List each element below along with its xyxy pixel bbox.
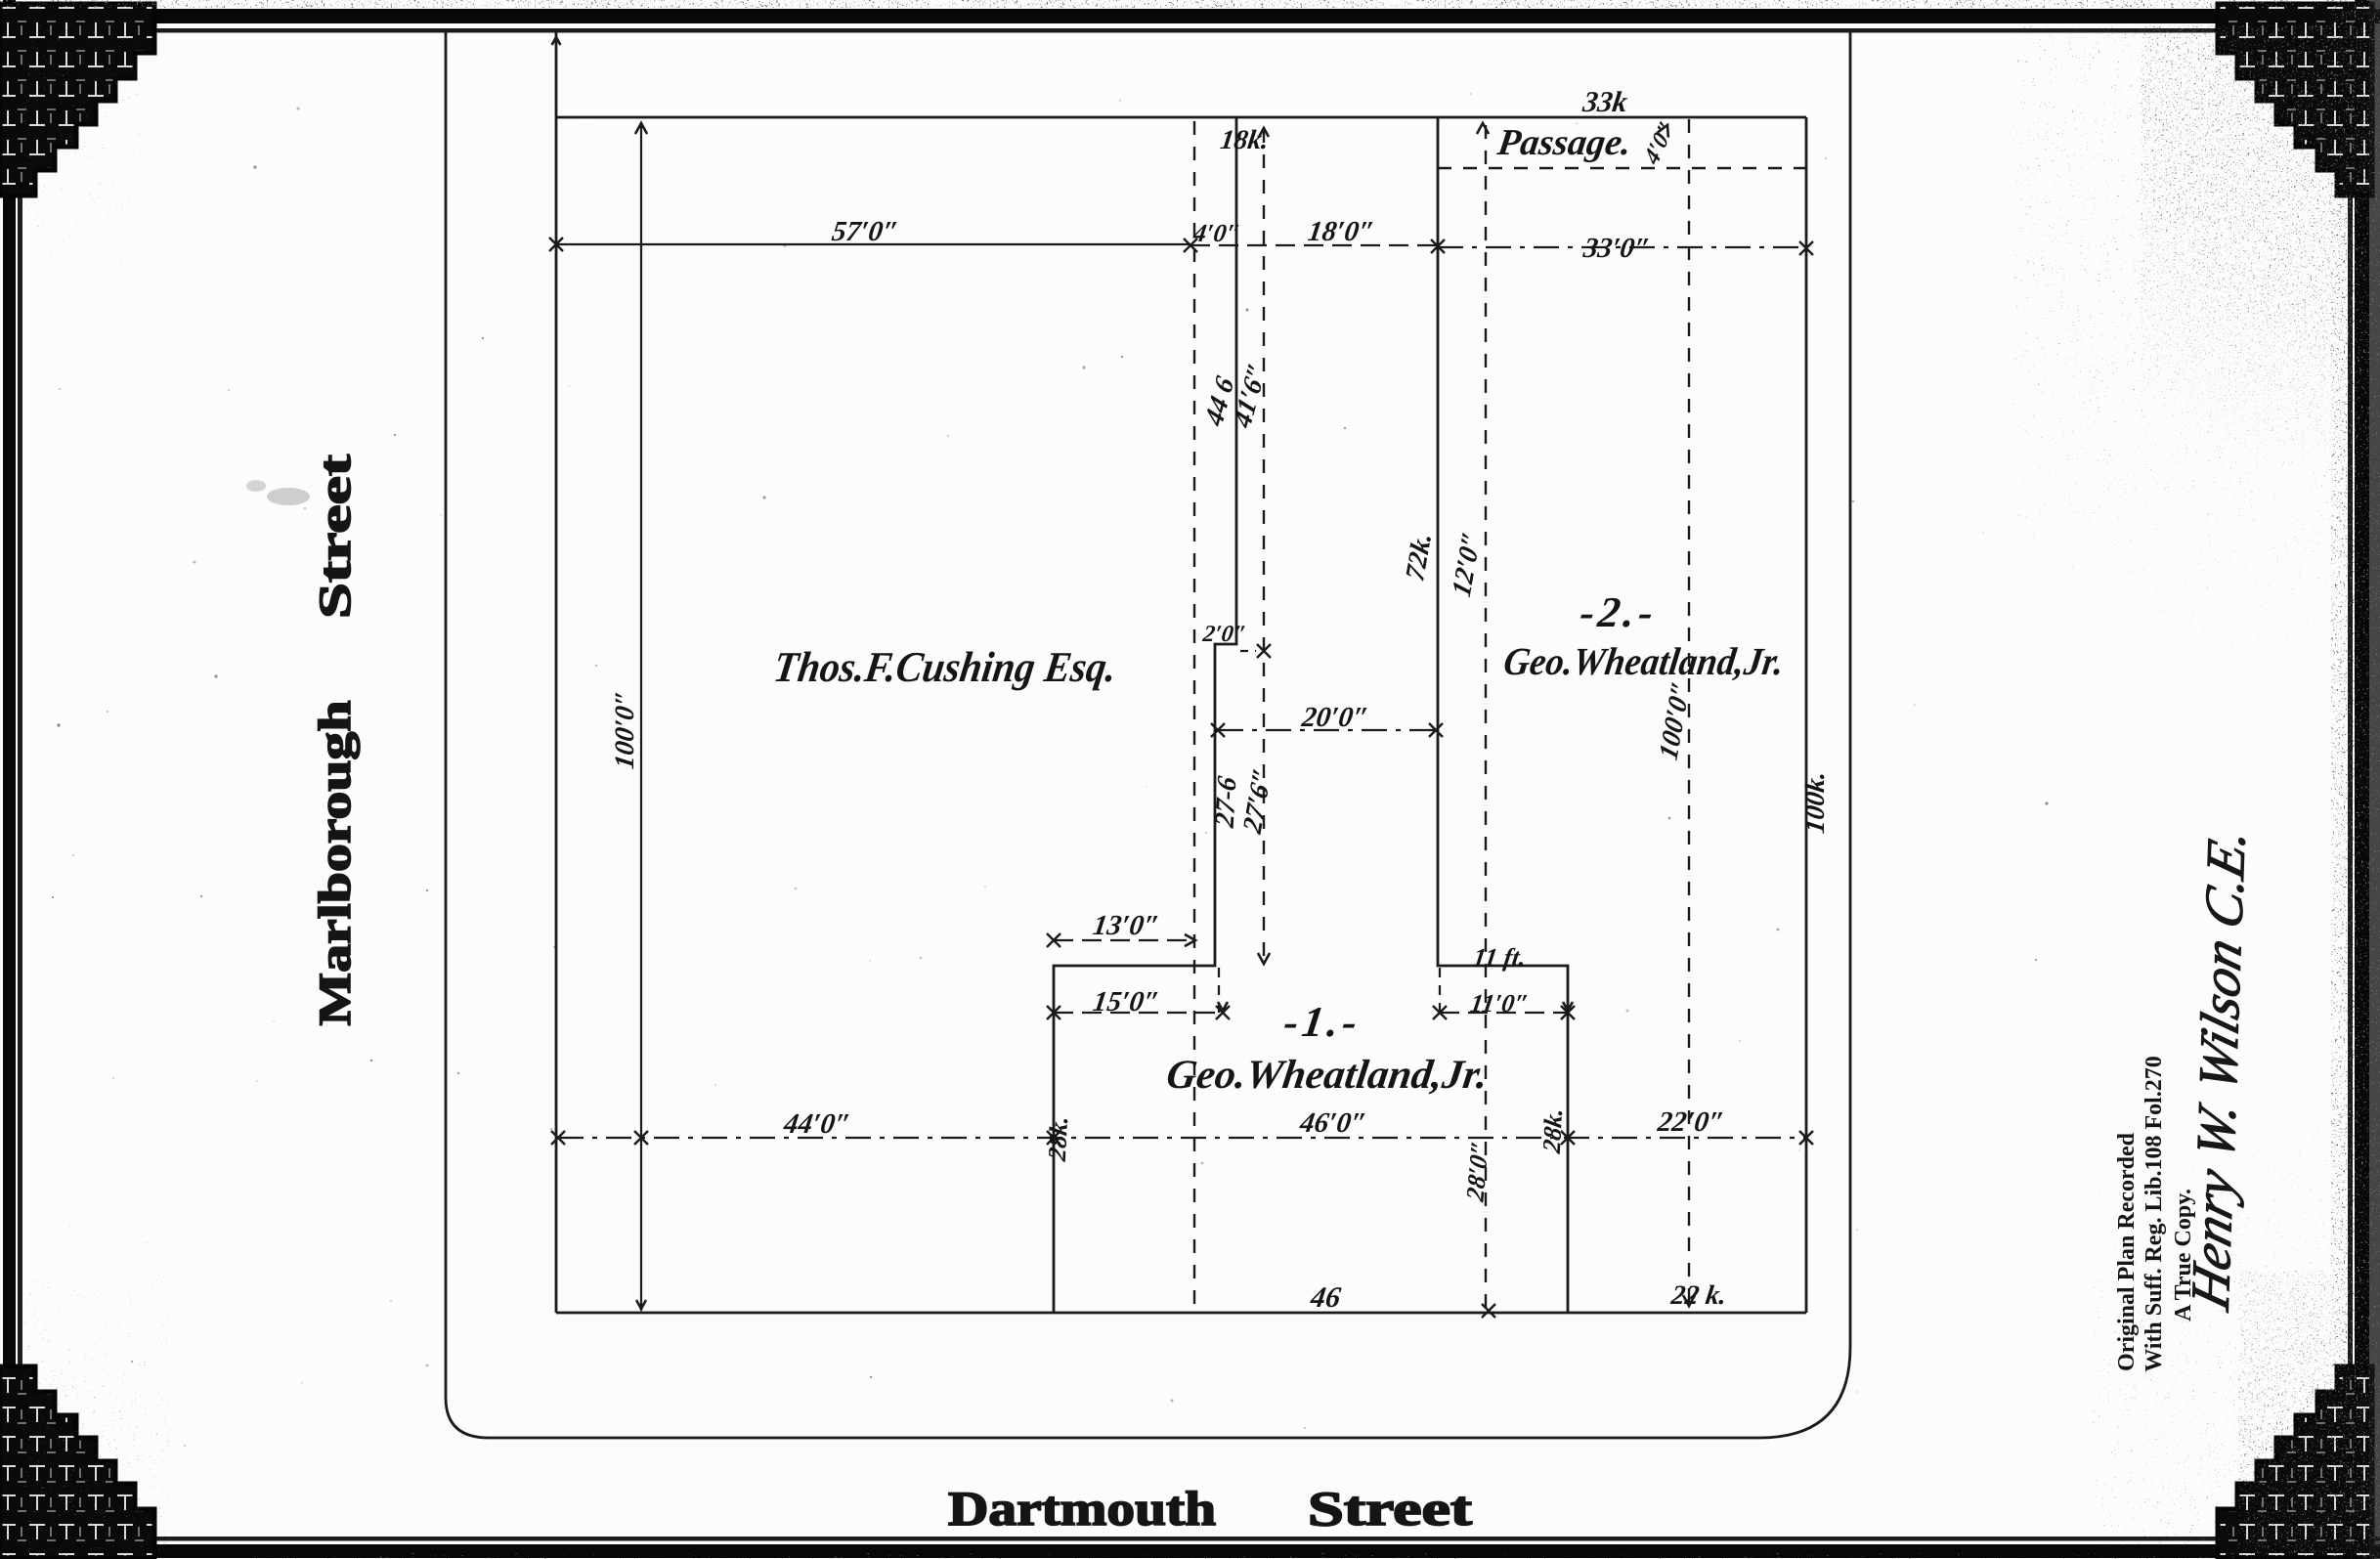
svg-text:Original Plan Recorded: Original Plan Recorded — [2114, 1132, 2140, 1371]
svg-text:12′0″: 12′0″ — [1447, 528, 1487, 600]
svg-text:2′0″: 2′0″ — [1200, 622, 1248, 647]
svg-text:4′0″: 4′0″ — [1190, 219, 1242, 247]
svg-text:Dartmouth: Dartmouth — [948, 1481, 1216, 1536]
svg-text:-1.-: -1.- — [1280, 998, 1363, 1046]
svg-text:Street: Street — [310, 455, 361, 619]
svg-text:A True Copy.: A True Copy. — [2171, 1189, 2196, 1321]
svg-text:20′0″: 20′0″ — [1299, 702, 1370, 733]
svg-text:Thos.F.Cushing Esq.: Thos.F.Cushing Esq. — [771, 643, 1120, 691]
svg-text:11 ft.: 11 ft. — [1471, 943, 1527, 972]
svg-text:Passage.: Passage. — [1494, 122, 1634, 163]
svg-text:18k.: 18k. — [1219, 125, 1271, 155]
svg-text:27′6″: 27′6″ — [1237, 764, 1277, 838]
svg-text:100′0″: 100′0″ — [610, 689, 640, 771]
svg-text:22′0″: 22′0″ — [1655, 1106, 1726, 1138]
svg-text:28k.: 28k. — [1043, 1113, 1073, 1164]
svg-text:33′0″: 33′0″ — [1580, 233, 1652, 264]
svg-text:28k.: 28k. — [1537, 1105, 1568, 1156]
svg-text:Marlborough: Marlborough — [310, 701, 361, 1026]
svg-text:28′0″: 28′0″ — [1461, 1139, 1494, 1205]
svg-text:33k: 33k — [1580, 85, 1630, 118]
svg-text:41′6″: 41′6″ — [1228, 359, 1273, 433]
svg-text:Street: Street — [1308, 1481, 1472, 1536]
svg-text:27-6: 27-6 — [1210, 773, 1242, 831]
svg-text:100′0″: 100′0″ — [1654, 677, 1696, 763]
svg-text:Geo.Wheatland,Jr.: Geo.Wheatland,Jr. — [1164, 1052, 1492, 1098]
svg-text:44′0″: 44′0″ — [781, 1108, 852, 1140]
svg-text:With Suff. Reg. Lib.108 Fol.27: With Suff. Reg. Lib.108 Fol.270 — [2142, 1056, 2167, 1372]
svg-text:57′0″: 57′0″ — [830, 216, 900, 247]
svg-text:4′0″: 4′0″ — [1639, 116, 1679, 170]
svg-text:11′0″: 11′0″ — [1469, 989, 1531, 1018]
svg-text:18′0″: 18′0″ — [1306, 216, 1376, 247]
svg-text:46′0″: 46′0″ — [1297, 1107, 1368, 1139]
svg-text:22 k.: 22 k. — [1668, 1280, 1728, 1311]
svg-text:100k.: 100k. — [1800, 769, 1831, 835]
svg-text:-2.-: -2.- — [1577, 588, 1660, 636]
svg-text:13′0″: 13′0″ — [1091, 910, 1161, 941]
svg-text:72k.: 72k. — [1401, 528, 1438, 585]
svg-text:Geo.Wheatland,Jr.: Geo.Wheatland,Jr. — [1501, 639, 1787, 683]
svg-text:46: 46 — [1308, 1280, 1344, 1314]
svg-text:15′0″: 15′0″ — [1091, 986, 1161, 1018]
